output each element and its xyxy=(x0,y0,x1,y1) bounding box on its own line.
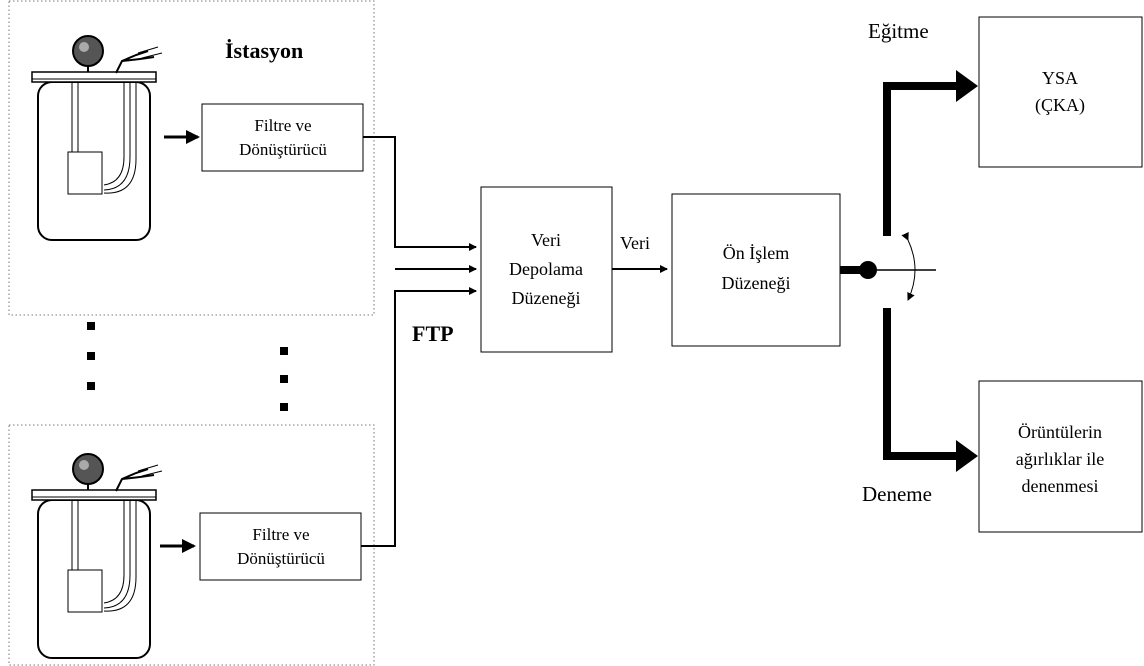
storage-box-line3: Düzeneği xyxy=(512,288,581,308)
ellipsis-dot xyxy=(87,382,95,390)
ellipsis-dot xyxy=(87,352,95,360)
ftp-label: FTP xyxy=(412,321,454,346)
station-label: İstasyon xyxy=(225,38,303,63)
training-path xyxy=(883,82,958,236)
testing-label: Deneme xyxy=(862,482,932,506)
test-box-line3: denenmesi xyxy=(1022,476,1099,496)
ann-box-line1: YSA xyxy=(1042,68,1078,88)
testing-arrowhead xyxy=(956,440,978,472)
test-box-line1: Örüntülerin xyxy=(1018,422,1102,442)
filter-box-1 xyxy=(201,103,364,172)
connector-upper xyxy=(363,136,477,251)
ellipsis-dot xyxy=(280,347,288,355)
ellipsis-dot xyxy=(87,322,95,330)
storage-box-line1: Veri xyxy=(531,230,561,250)
switch-rotation-arrow xyxy=(901,231,916,301)
ann-box-line2: (ÇKA) xyxy=(1035,95,1085,116)
filter-box-1-line2: Dönüştürücü xyxy=(239,140,327,159)
storage-box xyxy=(480,186,613,353)
connector-lower xyxy=(361,287,477,547)
filter-box-2-line1: Filtre ve xyxy=(252,525,309,544)
training-label: Eğitme xyxy=(868,19,929,43)
storage-box-line2: Depolama xyxy=(509,259,583,279)
ann-box xyxy=(978,16,1143,168)
test-box xyxy=(978,380,1143,533)
preprocess-box xyxy=(671,193,841,347)
ellipsis-dot xyxy=(280,375,288,383)
filter-box-1-line1: Filtre ve xyxy=(254,116,311,135)
training-arrowhead xyxy=(956,70,978,102)
preprocess-box-line2: Düzeneği xyxy=(722,273,791,293)
preprocess-box-line1: Ön İşlem xyxy=(723,243,790,263)
filter-box-2-line2: Dönüştürücü xyxy=(237,549,325,568)
filter-box-2 xyxy=(199,512,362,581)
testing-path xyxy=(883,308,958,460)
test-box-line2: ağırlıklar ile xyxy=(1016,449,1104,469)
ellipsis-dot xyxy=(280,403,288,411)
data-label: Veri xyxy=(620,233,650,253)
